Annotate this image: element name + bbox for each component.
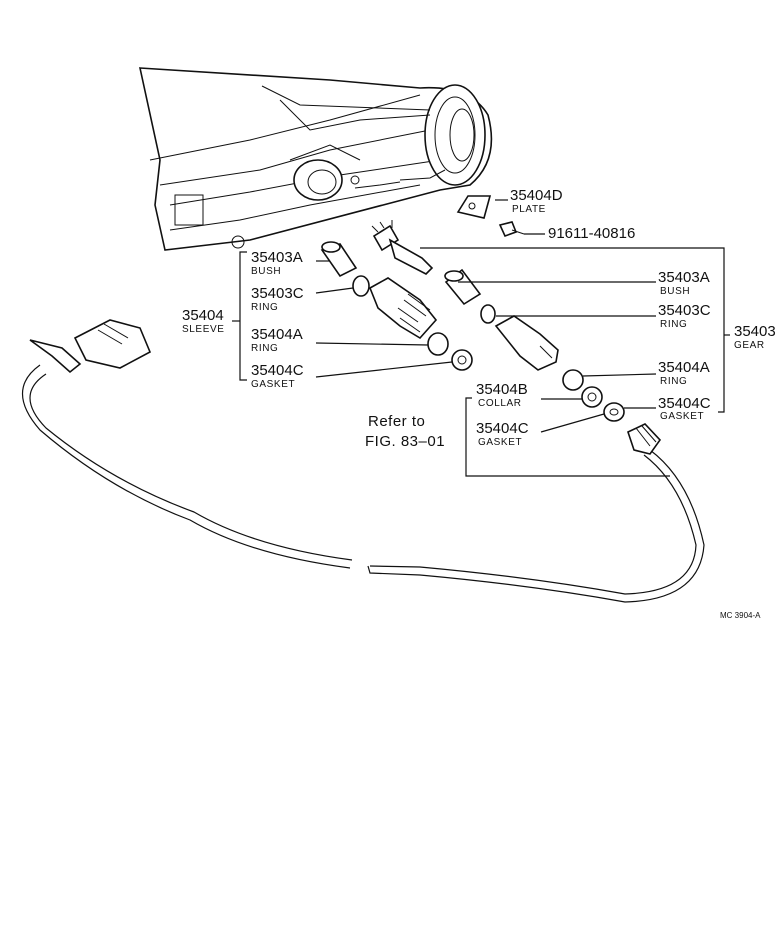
bush-left-part-number: 35403A bbox=[251, 249, 303, 266]
ring-a-right-part-number: 35404A bbox=[658, 359, 710, 376]
ring-a-right-name: RING bbox=[660, 376, 687, 387]
driven-gear-part bbox=[371, 220, 434, 275]
ring-a-left-name: RING bbox=[251, 343, 278, 354]
bush-left-part bbox=[320, 241, 358, 278]
ring-a-left-part bbox=[427, 332, 449, 356]
sleeve-name: SLEEVE bbox=[182, 324, 225, 335]
ring-c-right-part-number: 35403C bbox=[658, 302, 711, 319]
bush-right-part bbox=[444, 268, 482, 306]
ring-c-right-name: RING bbox=[660, 319, 687, 330]
sleeve-part-number: 35404 bbox=[182, 307, 224, 324]
collar-name: COLLAR bbox=[478, 398, 522, 409]
ring-c-left-name: RING bbox=[251, 302, 278, 313]
callout-lines bbox=[232, 247, 730, 477]
collar-part bbox=[581, 386, 603, 408]
bolt-part-number: 91611-40816 bbox=[548, 225, 635, 242]
ring-a-left-part-number: 35404A bbox=[251, 326, 303, 343]
plate-part bbox=[456, 195, 492, 219]
ring-c-left-part-number: 35403C bbox=[251, 285, 304, 302]
gasket-right-part-number: 35404C bbox=[658, 395, 711, 412]
gasket-right-name: GASKET bbox=[660, 411, 704, 422]
ring-c-right-part bbox=[480, 304, 496, 324]
bush-right-part-number: 35403A bbox=[658, 269, 710, 286]
gasket-left-name: GASKET bbox=[251, 379, 295, 390]
plate-part-number: 35404D bbox=[510, 187, 563, 204]
sleeve-part bbox=[368, 277, 438, 340]
bolt-part bbox=[498, 221, 525, 238]
bush-right-name: BUSH bbox=[660, 286, 690, 297]
collar-part-number: 35404B bbox=[476, 381, 528, 398]
gear-part-number: 35403 bbox=[734, 323, 776, 340]
figure-code: MC 3904-A bbox=[720, 611, 761, 620]
gasket-mid-part-number: 35404C bbox=[476, 420, 529, 437]
bush-left-name: BUSH bbox=[251, 266, 281, 277]
gear-name: GEAR bbox=[734, 340, 765, 351]
ring-a-right-part bbox=[562, 369, 584, 391]
ring-c-left-part bbox=[352, 275, 370, 297]
gasket-left-part-number: 35404C bbox=[251, 362, 304, 379]
reference-line-1: Refer to bbox=[368, 413, 425, 430]
collar-sleeve-part bbox=[494, 315, 559, 371]
reference-line-2: FIG. 83–01 bbox=[365, 433, 445, 450]
gasket-mid-name: GASKET bbox=[478, 437, 522, 448]
gasket-left-part bbox=[451, 349, 473, 371]
gasket-right-part bbox=[603, 402, 625, 422]
speedometer-cable bbox=[21, 319, 705, 603]
plate-name: PLATE bbox=[512, 204, 546, 215]
transmission-housing bbox=[138, 67, 493, 251]
